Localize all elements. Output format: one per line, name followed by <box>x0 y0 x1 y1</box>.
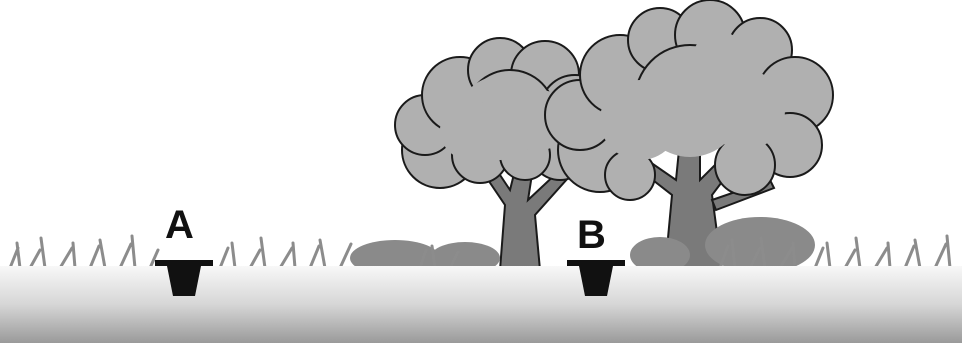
ground <box>0 266 962 343</box>
label-b: B <box>577 215 606 255</box>
label-a: A <box>165 205 194 245</box>
